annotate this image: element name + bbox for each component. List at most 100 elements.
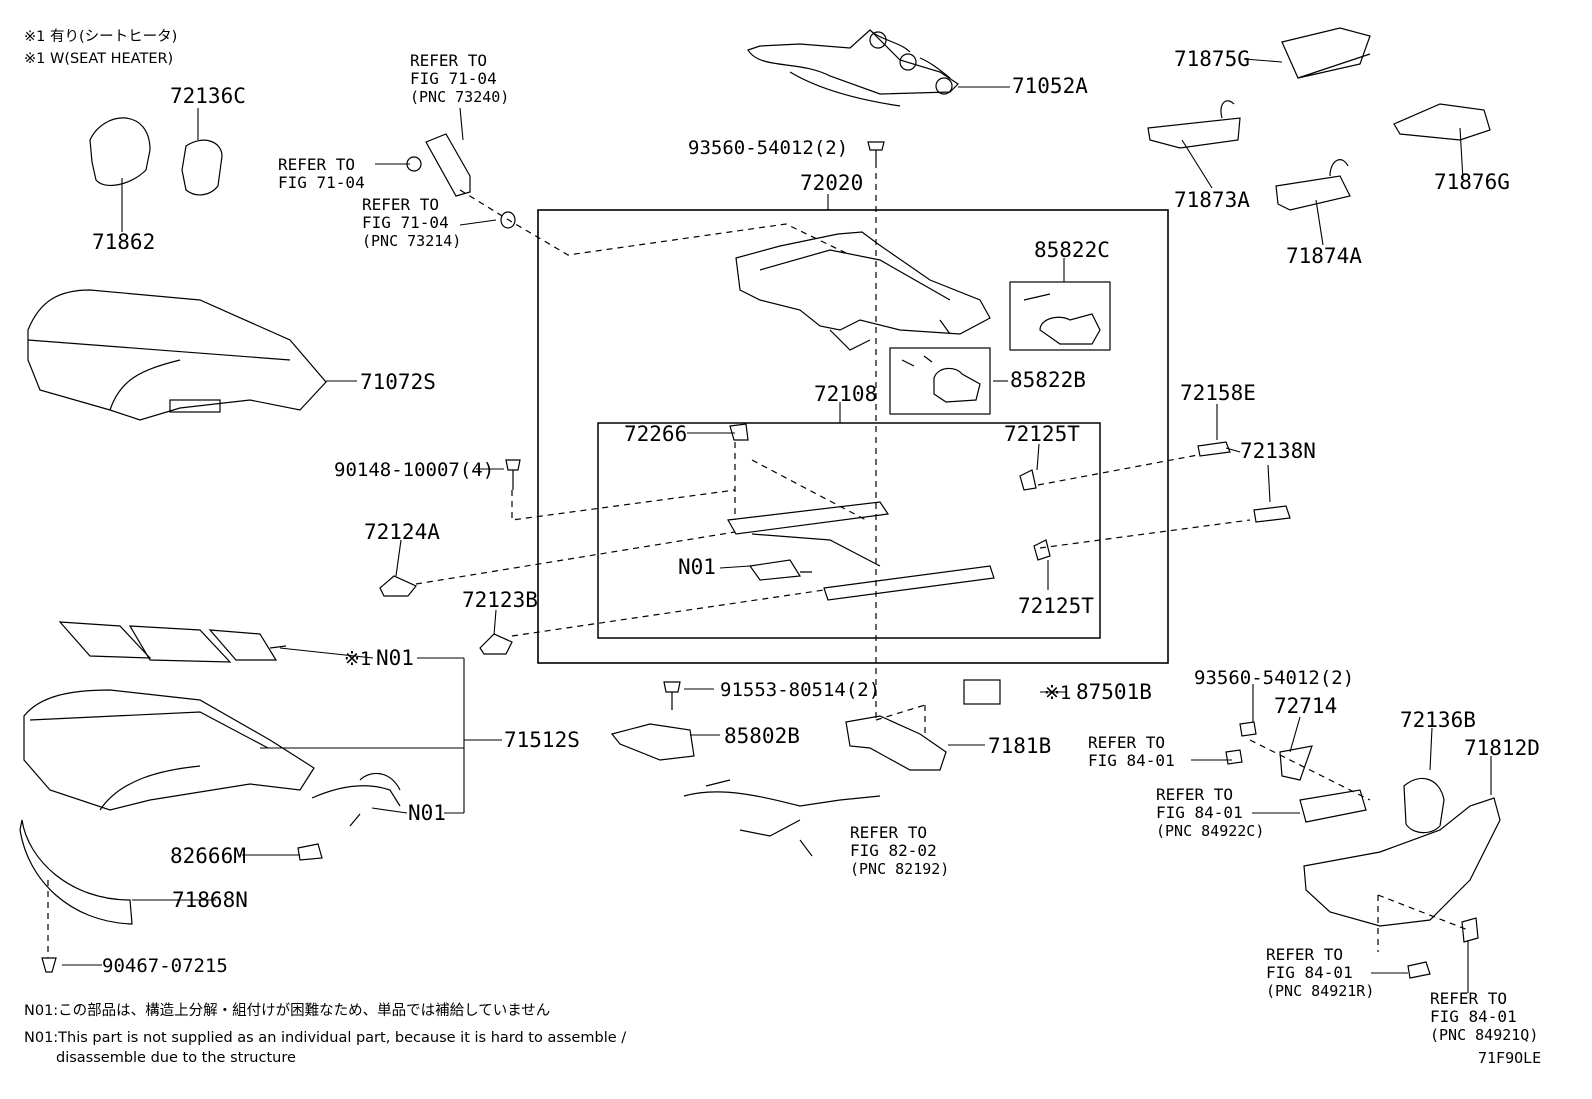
cover-72138N-drawing	[1253, 505, 1291, 523]
part-label-90467: 90467-07215	[102, 955, 228, 977]
cover-72123B-drawing	[479, 633, 513, 655]
trim-71868N-drawing	[19, 819, 133, 925]
clip-90467-drawing	[41, 957, 57, 973]
bracket-71876G-drawing	[1393, 103, 1491, 141]
reference-line: REFER TO	[1088, 733, 1166, 752]
reference-line: FIG 84-01	[1430, 1007, 1517, 1026]
reference-line: (PNC 84922C)	[1156, 822, 1265, 840]
cover-72124A-drawing	[379, 575, 417, 597]
seat-track-drawing	[727, 501, 995, 601]
seat-frame-72020-drawing	[735, 231, 991, 351]
part-label-85822B: 85822B	[1010, 368, 1086, 392]
reference-line: FIG 84-01	[1156, 803, 1243, 822]
cushion-cover-71072S-drawing	[27, 289, 327, 421]
cover-71862-drawing	[89, 117, 151, 187]
reference-line: REFER TO	[1430, 989, 1508, 1008]
footer-note-english-cont: disassemble due to the structure	[56, 1050, 296, 1066]
part-label-72123B: 72123B	[462, 588, 538, 612]
motor-85822B-drawing	[901, 355, 981, 403]
cushion-pad-71512S-drawing	[23, 689, 315, 811]
switch-72136B-drawing	[1403, 777, 1445, 834]
bracket-71875G-drawing	[1281, 27, 1371, 79]
n01-motor-drawing	[748, 559, 812, 581]
reference-line: FIG 71-04	[362, 213, 449, 232]
part-label-72714: 72714	[1274, 694, 1338, 718]
washer-73214-drawing	[500, 211, 516, 229]
part-label-n01-inner: N01	[678, 555, 716, 579]
bolt-90148-drawing	[505, 459, 521, 490]
reference-line: FIG 82-02	[850, 841, 937, 860]
part-label-71812D: 71812D	[1464, 736, 1540, 760]
reference-line: (PNC 73240)	[410, 88, 510, 106]
switch-84922C-drawing	[1299, 789, 1367, 823]
bracket-7181B-drawing	[845, 715, 947, 771]
part-label-71512S: 71512S	[504, 728, 580, 752]
part-label-72108: 72108	[814, 382, 878, 406]
dashed-lines	[47, 162, 1469, 958]
reference-line: REFER TO	[410, 51, 488, 70]
motor-85822B-box	[889, 347, 991, 415]
part-label-85802B: 85802B	[724, 724, 800, 748]
reference-line: FIG 84-01	[1088, 751, 1175, 770]
reference-pnc-73214: REFER TO FIG 71-04 (PNC 73214)	[362, 196, 462, 251]
part-label-n01-harness: N01	[408, 801, 446, 825]
part-label-71874A: 71874A	[1286, 244, 1362, 268]
part-label-90148: 90148-10007(4)	[334, 459, 495, 481]
part-label-72136C: 72136C	[170, 84, 246, 108]
reference-pnc-84921R: REFER TO FIG 84-01 (PNC 84921R)	[1266, 946, 1375, 1001]
bolt-93560-top-drawing	[867, 141, 885, 162]
knob-84921R-drawing	[1407, 961, 1431, 979]
part-label-72138N: 72138N	[1240, 439, 1316, 463]
wire-frame-drawing	[747, 29, 959, 107]
bolt-93560-right-drawing	[1239, 721, 1257, 737]
reference-line: (PNC 84921Q)	[1430, 1026, 1539, 1044]
footer-note-english: N01:This part is not supplied as an indi…	[24, 1030, 627, 1046]
reference-pnc-73240: REFER TO FIG 71-04 (PNC 73240)	[410, 51, 510, 107]
footer-note-japanese: N01:この部品は、構造上分解・組付けが困難なため、単品では補給していません	[24, 1003, 551, 1019]
leader-lines	[62, 58, 1492, 993]
module-87501B-drawing	[963, 679, 1001, 705]
switch-72136C-drawing	[181, 139, 223, 196]
part-label-72020: 72020	[800, 171, 864, 195]
heater-mat-drawing	[58, 621, 287, 663]
part-label-93560-right: 93560-54012(2)	[1194, 667, 1355, 689]
clip-72125T-bottom-drawing	[1033, 539, 1051, 561]
bracket-85802B-drawing	[610, 723, 695, 761]
reference-line: (PNC 84921R)	[1266, 982, 1375, 1000]
part-label-72266: 72266	[624, 422, 688, 446]
part-label-72125T-top: 72125T	[1004, 422, 1080, 446]
cap-7104-drawing	[406, 156, 422, 172]
part-label-72158E: 72158E	[1180, 381, 1256, 405]
part-label-71876G: 71876G	[1434, 170, 1510, 194]
bracket-71874A-drawing	[1275, 159, 1351, 211]
heater-note-japanese: ※1 有り(シートヒータ)	[24, 29, 178, 45]
reference-fig-84-01-bolt: REFER TO FIG 84-01	[1088, 734, 1175, 770]
reference-line: (PNC 73214)	[362, 232, 462, 250]
clip-72266-drawing	[729, 423, 749, 441]
part-label-71052A: 71052A	[1012, 74, 1088, 98]
part-label-72124A: 72124A	[364, 520, 440, 544]
part-label-72136B: 72136B	[1400, 708, 1476, 732]
reference-fig-71-04: REFER TO FIG 71-04	[278, 156, 365, 192]
part-label-71868N: 71868N	[172, 888, 248, 912]
clip-72125T-top-drawing	[1019, 469, 1037, 491]
part-label-72125T-bottom: 72125T	[1018, 594, 1094, 618]
seat-heater-mark: ※1	[344, 648, 372, 670]
bolt-91553-drawing	[663, 681, 681, 710]
seat-heater-mark-87501B: ※1	[1044, 682, 1072, 704]
bolt-8401-drawing	[1225, 749, 1243, 765]
figure-id: 71F9OLE	[1478, 1049, 1542, 1067]
cover-72158E-drawing	[1197, 441, 1231, 457]
wire-harness-82192-drawing	[683, 779, 881, 837]
knob-84921Q-drawing	[1461, 917, 1479, 943]
part-label-87501B: 87501B	[1076, 680, 1152, 704]
part-label-n01-heater: N01	[376, 646, 414, 670]
part-label-93560-top: 93560-54012(2)	[688, 137, 849, 159]
reference-line: REFER TO	[278, 155, 356, 174]
reference-line: FIG 71-04	[278, 173, 365, 192]
reference-pnc-84922C: REFER TO FIG 84-01 (PNC 84922C)	[1156, 786, 1265, 841]
reference-line: FIG 71-04	[410, 69, 497, 88]
part-drawings	[19, 27, 1501, 979]
part-label-82666M: 82666M	[170, 844, 246, 868]
